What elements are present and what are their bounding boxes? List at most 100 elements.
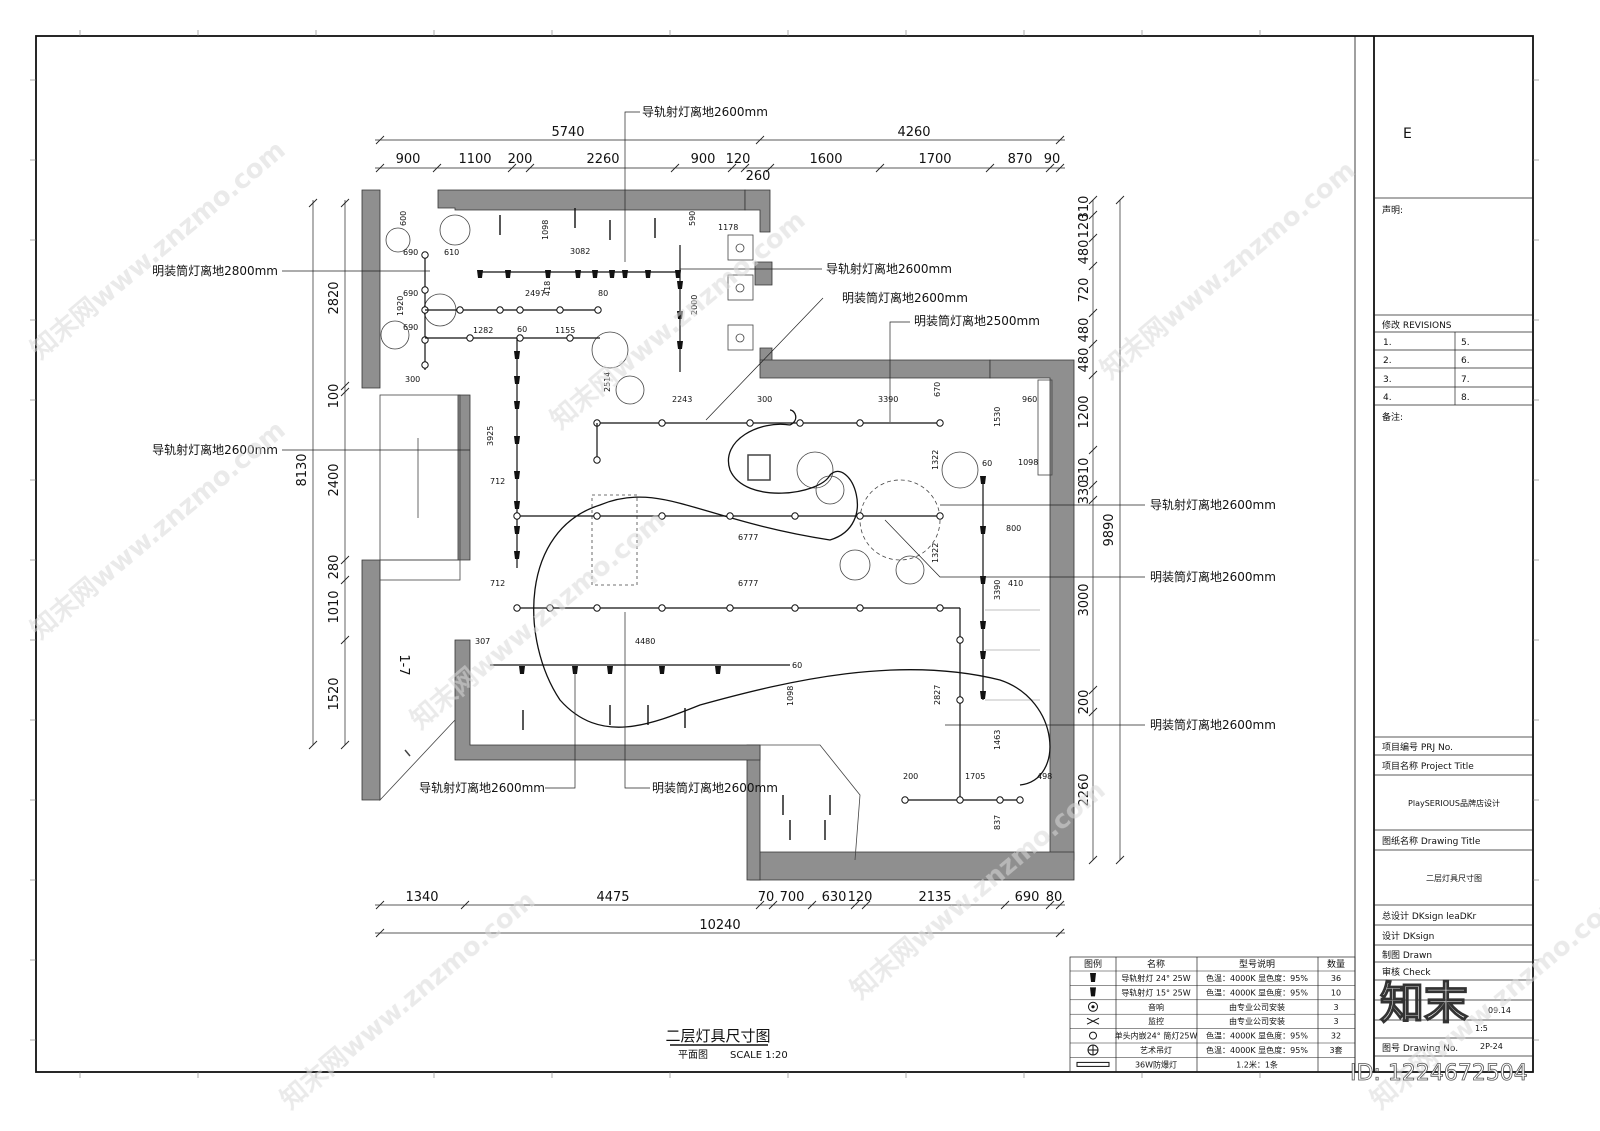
downlight: [956, 696, 964, 704]
annotation-downlight-bottom: 明装筒灯离地2600mm: [652, 780, 778, 795]
annotation-track-left: 导轨射灯离地2600mm: [152, 442, 278, 457]
track-spotlight: [519, 666, 525, 674]
legend-header: 数量: [1327, 958, 1345, 970]
watermark: 知末网www.znzmo.com 知末网www.znzmo.com 知末网www…: [25, 135, 1600, 1115]
dim-left-seg: 100: [327, 384, 342, 409]
watermark-logo: 知末: [1380, 978, 1468, 1029]
downlight: [936, 604, 944, 612]
downlight: [996, 796, 1004, 804]
interior-dimension: 2497: [525, 289, 545, 298]
track-spotlight: [477, 270, 483, 278]
legend-name: 36W防爆灯: [1135, 1059, 1177, 1069]
downlight: [936, 419, 944, 427]
downlight: [513, 604, 521, 612]
interior-dimension: 690: [403, 289, 418, 298]
dimension-tick: [340, 381, 350, 391]
dimension-tick: [340, 740, 350, 750]
dimension-tick: [1055, 900, 1065, 910]
revision-number: 6.: [1461, 356, 1470, 366]
speaker-symbol: [1088, 1001, 1098, 1012]
legend-qty: 3: [1333, 1003, 1338, 1012]
drawing-no-label: 图号 Drawing No.: [1382, 1043, 1458, 1054]
revision-letter: E: [1403, 126, 1412, 142]
downlight: [496, 306, 504, 314]
dim-top-seg: 2260: [586, 152, 619, 167]
dimension-tick: [861, 900, 871, 910]
dim-left-seg: 1520: [327, 677, 342, 710]
downlight: [796, 419, 804, 427]
downlight: [956, 636, 964, 644]
track-spotlight: [514, 551, 520, 559]
legend-qty: 32: [1331, 1032, 1341, 1041]
downlight: [791, 604, 799, 612]
legend-name: 监控: [1148, 1016, 1164, 1026]
legend-symbols: [1076, 973, 1110, 1067]
track-spotlight: [575, 270, 581, 278]
project-no-label: 项目编号 PRJ No.: [1382, 741, 1453, 753]
downlight: [516, 306, 524, 314]
dim-top-seg: 200: [508, 152, 533, 167]
dim-top-seg: 120: [726, 152, 751, 167]
downlight: [421, 251, 429, 259]
dim-bottom-seg: 690: [1015, 890, 1040, 905]
interior-lines: [379, 214, 1053, 861]
drawing-title: 二层灯具尺寸图 平面图 SCALE 1:20: [665, 1027, 787, 1061]
dim-top-seg: 870: [1008, 152, 1033, 167]
right-dimensions: 9890 310 120 480 720 480 480 1200 310 33…: [1077, 196, 1117, 807]
dimension-tick: [340, 575, 350, 585]
dimension-tick: [727, 163, 737, 173]
dimension-tick: [1088, 233, 1098, 243]
legend-name: 导轨射灯 15° 25W: [1121, 987, 1190, 997]
dimension-tick: [1055, 163, 1065, 173]
track-spotlight: [980, 651, 986, 659]
legend-name: 单头内嵌24° 筒灯25W: [1115, 1031, 1198, 1041]
interior-dimension: 410: [1008, 579, 1023, 588]
interior-dimension: 6777: [738, 533, 758, 542]
track-spotlight: [980, 526, 986, 534]
dim-left-seg: 1010: [327, 590, 342, 623]
dimension-tick: [460, 900, 470, 910]
interior-dimension: 2000: [690, 295, 699, 315]
downlight: [546, 604, 554, 612]
downlight: [593, 604, 601, 612]
track-spotlight: [659, 666, 665, 674]
legend-qty: 36: [1331, 974, 1341, 983]
interior-dimension: 3925: [486, 426, 495, 446]
dimension-tick: [340, 635, 350, 645]
dim-top-seg: 1700: [918, 152, 951, 167]
track-spotlight: [980, 476, 986, 484]
dim-top-seg: 900: [396, 152, 421, 167]
dimension-tick: [670, 163, 680, 173]
drawing-title-label: 图纸名称 Drawing Title: [1382, 835, 1481, 847]
dimension-tick: [1088, 210, 1098, 220]
legend-qty: 3: [1333, 1017, 1338, 1026]
legend-qty: 10: [1331, 988, 1341, 997]
revision-number: 7.: [1461, 375, 1470, 385]
downlight: [658, 604, 666, 612]
spotlight-symbol: [1090, 973, 1096, 982]
speaker-symbol-center: [1091, 1005, 1095, 1009]
track-spotlight: [607, 666, 613, 674]
annotation-track-bottom: 导轨射灯离地2600mm: [419, 780, 545, 795]
annotation-downlight-upper: 明装筒灯离地2600mm: [842, 290, 968, 305]
dimension-tick: [1088, 261, 1098, 271]
revision-number: 1.: [1383, 338, 1392, 348]
track-spotlight: [514, 401, 520, 409]
downlight: [956, 796, 964, 804]
watermark-text: 知末网www.znzmo.com: [405, 505, 671, 735]
downlight: [791, 512, 799, 520]
dimension-tick: [1115, 195, 1125, 205]
dim-top-total-right: 4260: [897, 125, 930, 140]
dimension-tick: [1088, 370, 1098, 380]
track-spotlight: [514, 526, 520, 534]
dim-left-total: 8130: [295, 453, 310, 486]
downlight: [936, 512, 944, 520]
pendant-symbol-cross: [1088, 1045, 1098, 1055]
dimension-tick: [1088, 339, 1098, 349]
interior-dimension: 2514: [603, 372, 612, 392]
dimension-tick: [432, 163, 442, 173]
interior-dimension: 2827: [933, 685, 942, 705]
dimension-ticks: [308, 135, 1125, 938]
light-fixtures: [421, 208, 1024, 840]
